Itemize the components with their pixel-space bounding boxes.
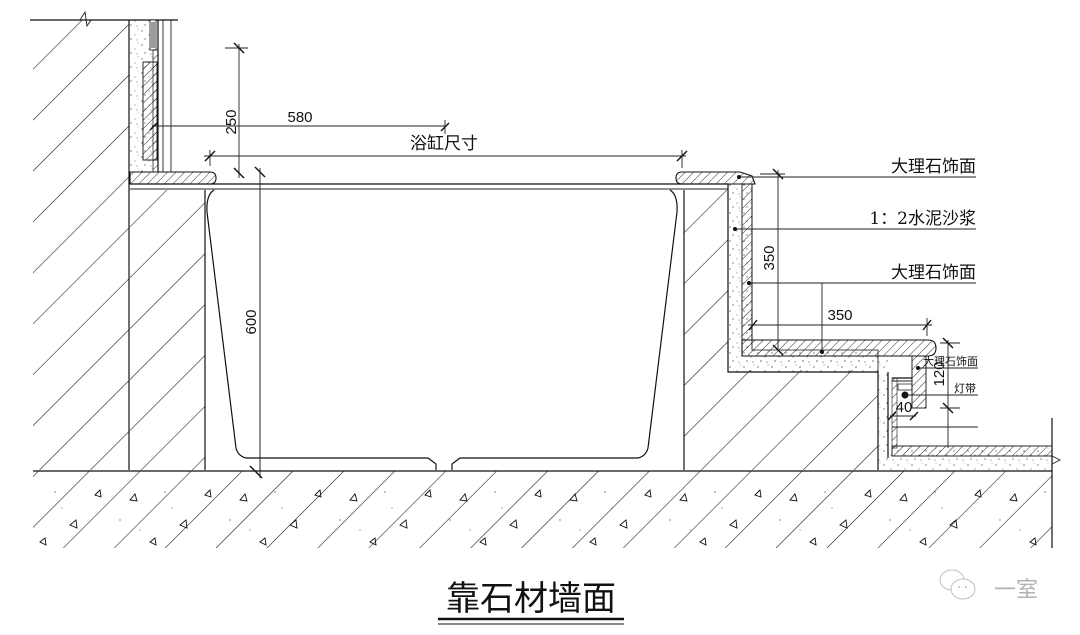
callout-label: 1：2水泥沙浆 (869, 209, 976, 229)
dimension-40: 40 (887, 399, 919, 421)
left-wall (30, 10, 178, 470)
dim-250-label: 250 (223, 109, 240, 134)
watermark-label: 一室 (994, 578, 1038, 603)
title-label: 靠石材墙面 (446, 579, 616, 619)
callout-light-strip: 灯带 (905, 382, 978, 396)
watermark: 一室 (939, 569, 1038, 603)
dimension-350-horizontal: 350 (748, 283, 932, 354)
callout-label: 大理石饰面 (891, 263, 976, 283)
bathtub-profile (206, 189, 678, 470)
dimension-bathtub-size: 浴缸尺寸 (204, 133, 688, 168)
concrete-slab (33, 470, 1052, 548)
right-marble-ledge (675, 171, 756, 185)
callout-cement-mortar: 1：2水泥沙浆 (733, 209, 976, 231)
callout-label: 灯带 (954, 382, 976, 395)
callout-label: 大理石饰面 (891, 157, 976, 177)
bathtub-size-label: 浴缸尺寸 (410, 133, 478, 154)
dim-350-horizontal-label: 350 (827, 307, 852, 324)
dimension-350-vertical: 350 (760, 168, 785, 356)
callout-label: 大理石饰面 (923, 354, 978, 368)
dim-350-vertical-label: 350 (761, 245, 778, 270)
wall-finish-layers (130, 19, 172, 173)
dimension-600: 600 (243, 166, 266, 479)
dimension-580: 580 (149, 109, 450, 134)
callout-marble-step: 大理石饰面 (916, 354, 978, 370)
dim-40-label: 40 (896, 399, 913, 416)
left-tub-support (130, 190, 206, 470)
wechat-icon (939, 569, 976, 600)
left-marble-ledge (129, 171, 217, 185)
dim-600-label: 600 (243, 309, 260, 334)
callout-marble-wall: 大理石饰面 (747, 263, 976, 285)
callout-marble-top: 大理石饰面 (737, 157, 976, 179)
floor-marble (891, 445, 1053, 457)
break-line-icon (79, 10, 92, 28)
dimension-250: 250 (223, 42, 248, 179)
dim-580-label: 580 (287, 109, 312, 126)
step-marble-tread (741, 339, 937, 357)
drawing-title: 靠石材墙面 (438, 579, 624, 625)
right-tub-support (683, 184, 879, 470)
